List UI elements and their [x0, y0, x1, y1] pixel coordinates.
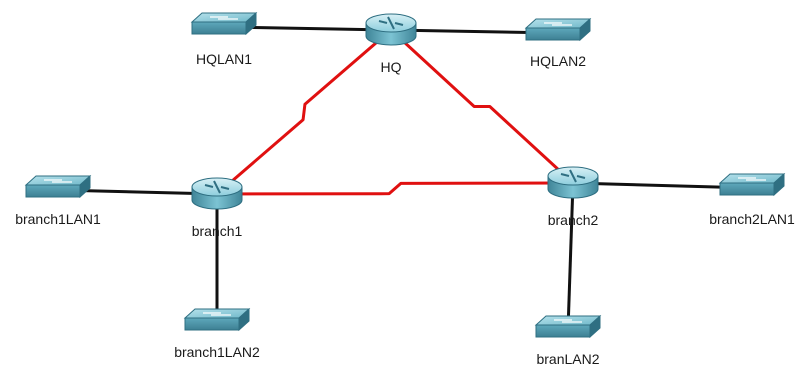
switch-icon — [190, 11, 258, 36]
router-branch2[interactable]: branch2 — [547, 166, 599, 228]
router-hq[interactable]: HQ — [365, 13, 417, 75]
switch-icon — [534, 314, 602, 339]
switch-label: HQLAN2 — [530, 53, 586, 69]
switch-branlan2[interactable]: branLAN2 — [534, 314, 602, 367]
switch-branch2lan1[interactable]: branch2LAN1 — [709, 172, 795, 227]
switch-hqlan1[interactable]: HQLAN1 — [190, 11, 258, 67]
router-label: branch1 — [192, 223, 243, 239]
router-icon — [365, 13, 417, 46]
serial-link-HQ-branch1[interactable] — [216, 28, 392, 196]
router-icon — [191, 177, 243, 210]
switch-icon — [524, 17, 592, 42]
switch-hqlan2[interactable]: HQLAN2 — [524, 17, 592, 69]
router-icon — [547, 166, 599, 199]
switch-icon — [718, 172, 786, 197]
router-branch1[interactable]: branch1 — [191, 177, 243, 239]
switch-label: branch1LAN1 — [15, 211, 101, 227]
switch-icon — [183, 307, 251, 332]
switch-icon — [24, 174, 92, 199]
links-layer — [57, 25, 753, 331]
serial-link-HQ-branch2[interactable] — [389, 28, 575, 185]
router-label: branch2 — [548, 212, 599, 228]
switch-label: HQLAN1 — [196, 51, 252, 67]
router-label: HQ — [381, 59, 402, 75]
switch-branch1lan1[interactable]: branch1LAN1 — [15, 174, 101, 227]
switch-label: branch1LAN2 — [174, 344, 260, 360]
ethernet-link-branch2-branLAN2[interactable] — [566, 182, 575, 331]
serial-link-branch1-branch2[interactable] — [216, 181, 574, 196]
switch-branch1lan2[interactable]: branch1LAN2 — [174, 307, 260, 360]
switch-label: branch2LAN1 — [709, 211, 795, 227]
switch-label: branLAN2 — [536, 351, 599, 367]
